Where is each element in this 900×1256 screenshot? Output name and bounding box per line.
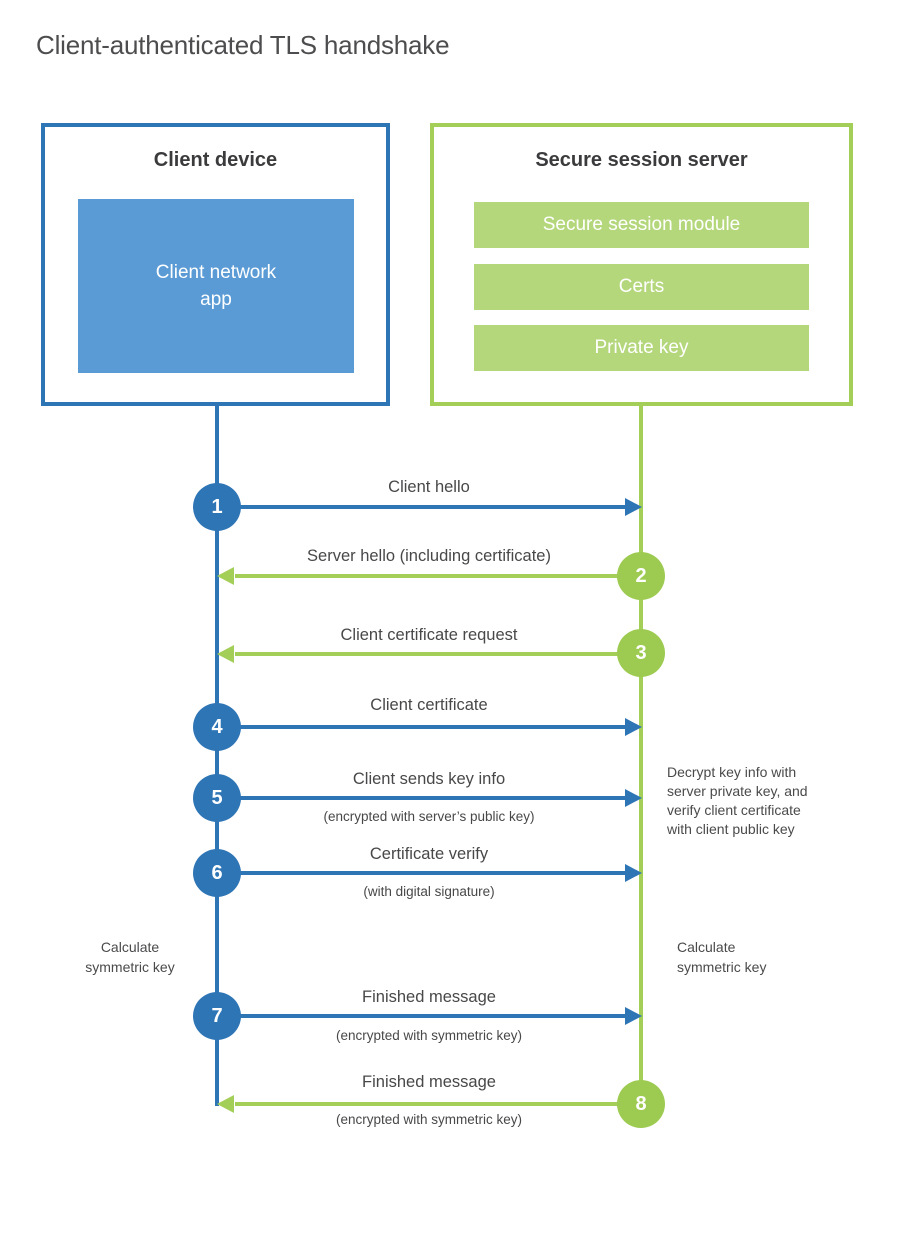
message-label: Client certificate request <box>340 626 518 644</box>
calculate-symmetric-key-left: Calculate symmetric key <box>85 939 175 975</box>
private-key-bar: Private key <box>474 325 809 371</box>
arrow-line <box>219 505 625 509</box>
client-network-app-label: Client network app <box>155 262 277 310</box>
message-label: Finished message <box>362 1073 496 1091</box>
step-circle-4: 4 <box>193 703 241 751</box>
message-label: Client certificate <box>370 696 488 714</box>
arrow-right-icon <box>625 718 642 736</box>
message-sublabel: (encrypted with server’s public key) <box>323 809 535 824</box>
message-label: Server hello (including certificate) <box>307 547 551 565</box>
arrow-right-icon <box>625 789 642 807</box>
secure-session-server-box: Secure session server Secure session mod… <box>430 123 853 406</box>
arrow-right-icon <box>625 1007 642 1025</box>
step-circle-3: 3 <box>617 629 665 677</box>
message-label: Finished message <box>362 988 496 1006</box>
step-circle-7: 7 <box>193 992 241 1040</box>
certs-bar: Certs <box>474 264 809 310</box>
step-circle-2: 2 <box>617 552 665 600</box>
decrypt-note: Decrypt key info with server private key… <box>667 764 808 837</box>
step-circle-1: 1 <box>193 483 241 531</box>
secure-session-module-bar: Secure session module <box>474 202 809 248</box>
arrow-line <box>219 796 625 800</box>
message-label: Certificate verify <box>369 845 489 863</box>
page-title: Client-authenticated TLS handshake <box>36 30 450 60</box>
arrow-line <box>219 1014 625 1018</box>
client-device-title: Client device <box>153 149 278 171</box>
arrow-line <box>235 1102 641 1106</box>
client-network-app-box: Client network app <box>78 199 354 373</box>
message-label: Client hello <box>388 478 470 496</box>
client-device-box: Client device Client network app <box>41 123 390 406</box>
message-sublabel: (with digital signature) <box>363 884 495 899</box>
client-lifeline <box>215 405 219 1106</box>
arrow-line <box>235 652 641 656</box>
arrow-left-icon <box>217 1095 234 1113</box>
arrow-left-icon <box>217 567 234 585</box>
server-lifeline <box>639 405 643 1106</box>
arrow-left-icon <box>217 645 234 663</box>
calculate-symmetric-key-right: Calculate symmetric key <box>677 939 767 975</box>
step-circle-6: 6 <box>193 849 241 897</box>
secure-session-server-title: Secure session server <box>535 149 748 171</box>
message-sublabel: (encrypted with symmetric key) <box>335 1028 523 1043</box>
step-circle-5: 5 <box>193 774 241 822</box>
step-circle-8: 8 <box>617 1080 665 1128</box>
message-label: Client sends key info <box>352 770 506 788</box>
arrow-line <box>235 574 641 578</box>
arrow-right-icon <box>625 498 642 516</box>
arrow-right-icon <box>625 864 642 882</box>
arrow-line <box>219 725 625 729</box>
arrow-line <box>219 871 625 875</box>
message-sublabel: (encrypted with symmetric key) <box>335 1112 523 1127</box>
